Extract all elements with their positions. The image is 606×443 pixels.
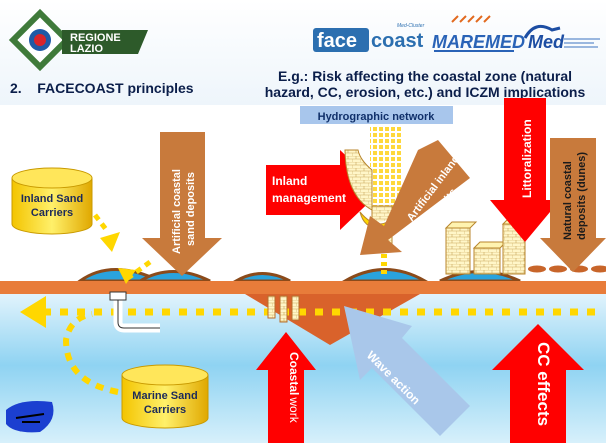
artificial-coastal-deposits-arrow: Artificial coastal sand deposits [142,132,222,276]
littoralization-label: Littoralization [520,119,534,198]
marine-sand-carriers-line2: Carriers [144,404,186,416]
maremed-logo-text: MAREMED [432,32,525,52]
med-programme-logo: Med [523,24,600,52]
marine-sand-carriers: Marine Sand Carriers [121,364,209,429]
diagram-coastal-work-2: work [287,396,301,423]
inland-sand-carriers-line1: Inland Sand [21,193,83,205]
natural-deposits-line1: Natural coastal [562,161,574,240]
inland-sand-carriers: Inland Sand Carriers [11,167,93,235]
longshore-arrowhead [20,296,46,328]
dune-markers [528,265,606,273]
inland-management-line1: Inland [272,174,307,188]
cc-effects-arrow: CC effects [492,324,584,443]
artificial-coastal-line2: sand deposits [185,172,197,246]
marine-sand-carriers-line1: Marine Sand [132,390,197,402]
marine-flow [62,311,119,395]
dredging-ship [6,401,54,433]
hydrographic-network-label: Hydrographic network [318,111,436,123]
facecoast-logo: face coast Med-Cluster [313,23,425,52]
natural-deposits-arrow: Natural coastal deposits (dunes) [540,138,606,272]
natural-deposits-line2: deposits (dunes) [576,152,588,240]
region-logo-line2: LAZIO [70,43,103,55]
artificial-inland-deposits-arrow: Artificial inland deposits [360,140,470,255]
coastal-work-arrow: Coastalwork [256,332,316,443]
coastline [0,281,606,294]
region-logo-line1: REGIONE [70,32,121,44]
subtitle-line2: hazard, CC, erosion, etc.) and ICZM impl… [265,84,586,100]
hydrographic-network-box [300,106,453,124]
coastal-sand-mounds [75,268,521,283]
facecoast-logo-tag: Med-Cluster [397,23,425,29]
artificial-coastal-line1: Artificial coastal [171,169,183,254]
erosion-notch [245,294,420,345]
inland-flow [93,213,110,234]
facecoast-logo-part1: face [317,30,357,52]
cc-effects-label: CC effects [534,342,553,426]
section-title: 2. FACECOAST principles [10,80,194,96]
facecoast-logo-part2: coast [371,30,424,52]
coastal-work-piles [267,295,300,323]
coastal-buildings [444,217,533,275]
littoralization-arrow: Littoralization [490,98,560,242]
med-logo-text: Med [528,32,565,52]
inland-management-line2: management [272,191,346,205]
coastal-work-label: Coastalwork [287,352,301,424]
subtitle-line1: E.g.: Risk affecting the coastal zone (n… [278,68,572,84]
maremed-logo: MAREMED [432,15,525,52]
inland-sand-carriers-line2: Carriers [31,207,73,219]
diagram-coastal-work-1: Coastal [287,352,301,395]
